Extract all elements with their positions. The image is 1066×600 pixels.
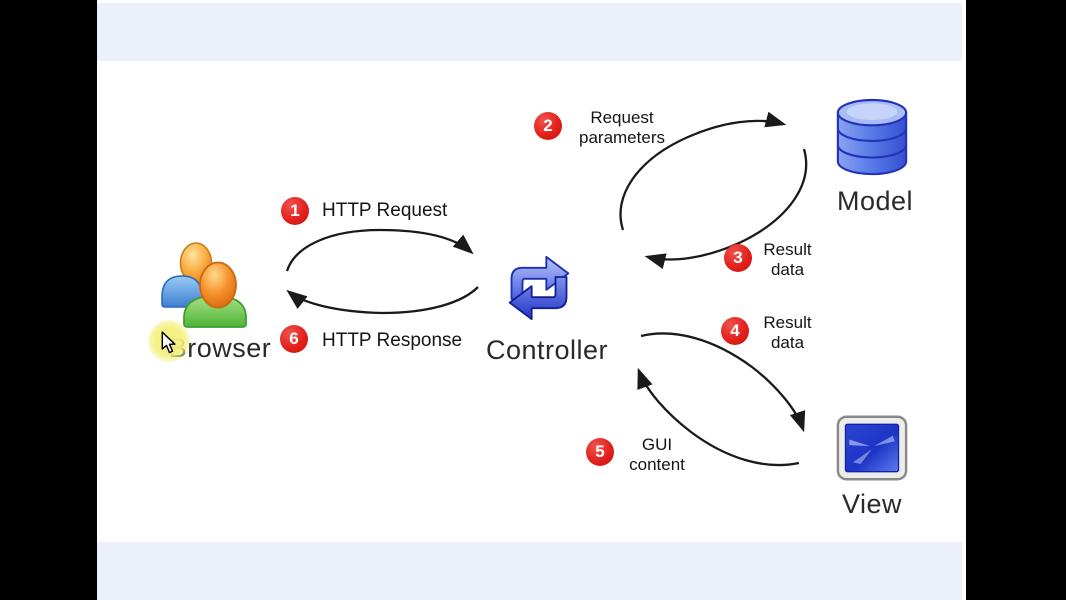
screen-icon — [836, 415, 908, 481]
step-badge-3: 3 — [724, 244, 752, 272]
right-letterbox-bar — [966, 0, 1066, 600]
arrow-controller-to-browser — [286, 286, 479, 315]
step-label-result-data-model: Result data — [763, 240, 812, 279]
model-label: Model — [836, 186, 914, 216]
step-label-request-parameters: Request parameters — [579, 108, 665, 147]
mouse-cursor-icon — [161, 331, 176, 354]
step-badge-6: 6 — [280, 325, 308, 353]
step-badge-2: 2 — [534, 112, 562, 140]
bottom-lavender-band — [97, 542, 962, 600]
arrow-browser-to-controller — [285, 228, 474, 272]
top-lavender-band — [97, 3, 962, 61]
view-label: View — [841, 489, 903, 519]
step-label-gui-content: GUI content — [629, 435, 685, 474]
left-letterbox-bar — [0, 0, 97, 600]
controller-label: Controller — [486, 335, 609, 365]
step-label-http-request: HTTP Request — [322, 200, 448, 221]
users-group-icon — [161, 242, 247, 328]
step-label-result-data-view: Result data — [763, 313, 812, 352]
sync-arrows-icon — [508, 255, 570, 321]
step-label-http-response: HTTP Response — [322, 330, 463, 351]
step-badge-1: 1 — [281, 197, 309, 225]
step-badge-4: 4 — [721, 317, 749, 345]
database-icon — [836, 98, 908, 176]
step-badge-5: 5 — [586, 438, 614, 466]
